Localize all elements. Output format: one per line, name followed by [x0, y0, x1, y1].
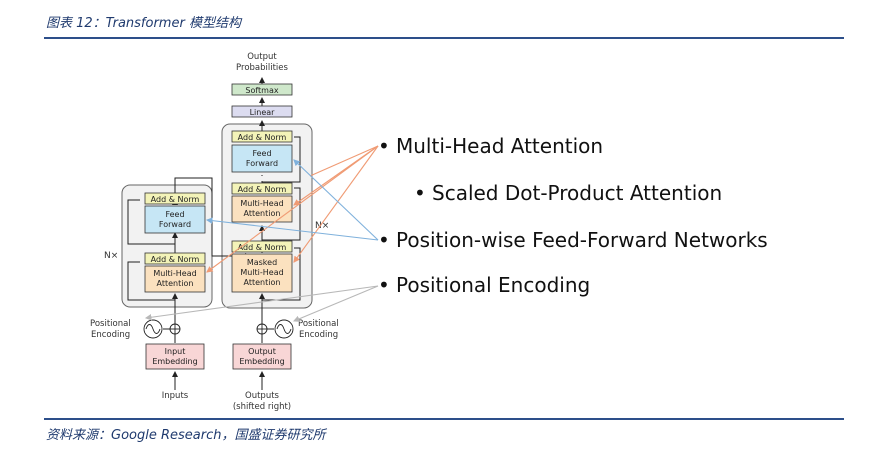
- svg-text:Masked: Masked: [247, 258, 277, 267]
- svg-text:Attention: Attention: [157, 279, 194, 288]
- svg-text:Attention: Attention: [244, 278, 281, 287]
- bullet-multi-head-attention: •Multi-Head Attention: [378, 134, 604, 158]
- svg-text:Linear: Linear: [250, 108, 276, 117]
- svg-text:Output: Output: [248, 347, 276, 356]
- inputs-label: Inputs: [162, 391, 189, 401]
- figure-source: 资料来源：Google Research，国盛证券研究所: [46, 428, 326, 443]
- svg-text:Add & Norm: Add & Norm: [238, 243, 287, 252]
- decoder-positional-encoding-icon: [274, 319, 294, 339]
- outputs-label-2: (shifted right): [233, 402, 291, 412]
- svg-text:Add & Norm: Add & Norm: [151, 195, 200, 204]
- attention-pointer-arrows: [206, 145, 379, 273]
- svg-text:Softmax: Softmax: [245, 86, 278, 95]
- output-probabilities-label-1: Output: [247, 52, 277, 62]
- decoder-multi-head-attention: Multi-Head Attention: [231, 195, 293, 223]
- input-embedding: Input Embedding: [145, 343, 205, 370]
- decoder-add-circle: [256, 323, 268, 335]
- svg-text:Multi-Head: Multi-Head: [240, 199, 283, 208]
- svg-text:Feed: Feed: [252, 149, 271, 158]
- svg-text:Multi-Head: Multi-Head: [240, 268, 283, 277]
- svg-text:Add & Norm: Add & Norm: [151, 255, 200, 264]
- bullet-position-wise-ffn: •Position-wise Feed-Forward Networks: [378, 228, 768, 252]
- linear-box: Linear: [231, 105, 293, 118]
- decoder-masked-multi-head-attention: Masked Multi-Head Attention: [231, 253, 293, 293]
- encoder-positional-label-2: Encoding: [91, 330, 130, 340]
- figure-title: 图表 12：Transformer 模型结构: [46, 16, 241, 31]
- bullet-scaled-dot-product-attention: •Scaled Dot-Product Attention: [414, 181, 723, 205]
- encoder-add-norm-bottom: Add & Norm: [144, 252, 206, 265]
- decoder-positional-label-2: Encoding: [299, 330, 338, 340]
- decoder-add-norm-mid: Add & Norm: [231, 182, 293, 195]
- svg-text:Embedding: Embedding: [239, 357, 284, 366]
- svg-text:Attention: Attention: [244, 209, 281, 218]
- svg-text:Add & Norm: Add & Norm: [238, 185, 287, 194]
- bullet-positional-encoding: •Positional Encoding: [378, 273, 591, 297]
- output-probabilities-label-2: Probabilities: [236, 63, 288, 73]
- title-rule: [44, 37, 844, 39]
- decoder-positional-label-1: Positional: [298, 319, 339, 329]
- encoder-add-circle: [169, 323, 181, 335]
- decoder-feed-forward: Feed Forward: [231, 144, 293, 173]
- source-rule: [44, 418, 844, 420]
- svg-text:Input: Input: [165, 347, 186, 356]
- svg-text:Feed: Feed: [165, 210, 184, 219]
- encoder-multi-head-attention: Multi-Head Attention: [144, 265, 206, 293]
- decoder-add-norm-top: Add & Norm: [231, 130, 293, 143]
- decoder-nx-label: N×: [315, 221, 329, 231]
- softmax-box: Softmax: [231, 83, 293, 96]
- svg-text:Add & Norm: Add & Norm: [238, 133, 287, 142]
- encoder-feed-forward: Feed Forward: [144, 205, 206, 234]
- svg-text:Forward: Forward: [246, 159, 278, 168]
- svg-text:Embedding: Embedding: [152, 357, 197, 366]
- svg-text:Forward: Forward: [159, 220, 191, 229]
- decoder-add-norm-bottom: Add & Norm: [231, 240, 293, 253]
- outputs-label-1: Outputs: [245, 391, 280, 401]
- feed-forward-pointer-arrows: [205, 159, 379, 241]
- encoder-add-norm-top: Add & Norm: [144, 192, 206, 205]
- encoder-positional-label-1: Positional: [90, 319, 131, 329]
- output-embedding: Output Embedding: [232, 343, 292, 370]
- encoder-positional-encoding-icon: [143, 319, 163, 339]
- svg-text:Multi-Head: Multi-Head: [153, 269, 196, 278]
- encoder-nx-label: N×: [104, 251, 118, 261]
- positional-pointer-arrows: [144, 285, 379, 322]
